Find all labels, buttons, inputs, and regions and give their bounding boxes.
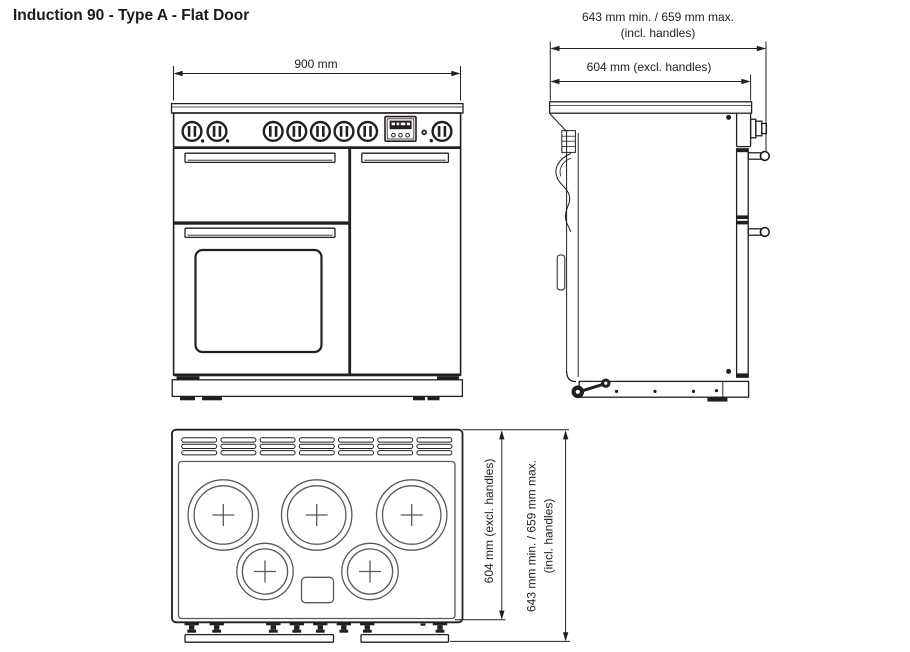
control-knob	[309, 120, 332, 143]
induction-zone	[236, 542, 294, 601]
page-title: Induction 90 - Type A - Flat Door	[13, 7, 250, 24]
plan-depth-incl-label-line2: (incl. handles)	[541, 498, 555, 574]
clock-display	[384, 115, 417, 142]
induction-zone	[375, 479, 448, 551]
right-door	[361, 152, 450, 164]
rear-bracket	[556, 254, 566, 291]
plan-depth-incl-label: 643 mm min. / 659 mm max. (incl. handles…	[523, 460, 556, 612]
induction-zone	[341, 542, 399, 601]
knob-top-view	[266, 622, 281, 633]
plan-depth-incl-label-line1: 643 mm min. / 659 mm max.	[524, 459, 539, 613]
knob-side-profile	[749, 118, 757, 139]
knob-marker-dot	[225, 139, 230, 143]
grill-door	[173, 152, 349, 225]
ceramic-glass-area	[177, 460, 456, 620]
button-top-view	[420, 623, 426, 626]
induction-zones	[187, 479, 448, 604]
base-assembly	[571, 378, 750, 402]
knob-top-view	[184, 622, 199, 633]
front-width-dimension	[173, 66, 461, 101]
knob-top-view	[313, 622, 328, 633]
knob-top-view	[360, 622, 375, 633]
handle-top-view	[184, 633, 335, 643]
side-hob-top	[548, 101, 753, 114]
hob-control-area	[300, 576, 335, 604]
side-view-drawing	[548, 41, 771, 402]
rear-vents	[181, 437, 453, 456]
main-oven-door	[184, 227, 336, 354]
door-side-profile	[735, 148, 749, 378]
side-depth-incl-label-line2: (incl. handles)	[620, 26, 696, 40]
knob-top-view	[336, 622, 351, 633]
supply-cable	[555, 153, 572, 233]
handle-top-view	[360, 633, 450, 643]
right-door-handle	[361, 152, 450, 164]
lower-door-handle-side	[747, 226, 771, 238]
plinth	[171, 373, 464, 401]
control-knob	[262, 120, 284, 143]
screw	[726, 114, 732, 120]
oven-door-window	[194, 248, 323, 354]
knob-top-view	[209, 622, 224, 633]
hob-top-edge	[170, 102, 464, 114]
foot	[413, 396, 425, 401]
plan-handles	[184, 633, 450, 643]
front-foot	[707, 397, 728, 402]
foot	[180, 396, 195, 401]
foot	[427, 396, 440, 401]
control-knob	[181, 120, 203, 143]
rear-panel-details	[549, 113, 579, 383]
foot	[202, 396, 222, 401]
side-depth-dimensions	[549, 41, 767, 151]
control-knob	[206, 120, 228, 143]
side-depth-excl-label: 604 mm (excl. handles)	[586, 60, 712, 74]
front-edge-details	[726, 113, 771, 378]
control-knob	[333, 120, 355, 143]
control-knob	[431, 120, 453, 143]
control-knob	[356, 120, 379, 143]
cooker-body	[172, 112, 462, 376]
control-knob	[286, 120, 308, 143]
control-panel	[173, 115, 461, 149]
plan-depth-excl-label: 604 mm (excl. handles)	[482, 458, 496, 584]
induction-zone	[280, 479, 353, 551]
grill-door-handle	[184, 152, 336, 164]
knob-top-view	[289, 622, 304, 633]
door-divider	[348, 148, 352, 375]
front-view-drawing	[170, 66, 464, 401]
knob-top-view	[432, 622, 448, 633]
front-width-label: 900 mm	[294, 57, 338, 71]
side-depth-incl-label-line1: 643 mm min. / 659 mm max.	[581, 10, 735, 24]
knob-marker-dot	[429, 139, 433, 143]
oven-door-handle	[184, 227, 336, 239]
induction-zone	[187, 479, 260, 551]
top-view-drawing	[171, 428, 570, 643]
upper-door-handle-side	[747, 150, 771, 162]
plan-depth-dimensions	[450, 429, 570, 642]
screw	[726, 368, 732, 374]
knob-marker-dot	[200, 139, 205, 143]
hob-outline	[171, 428, 464, 624]
plan-knobs	[184, 622, 448, 633]
